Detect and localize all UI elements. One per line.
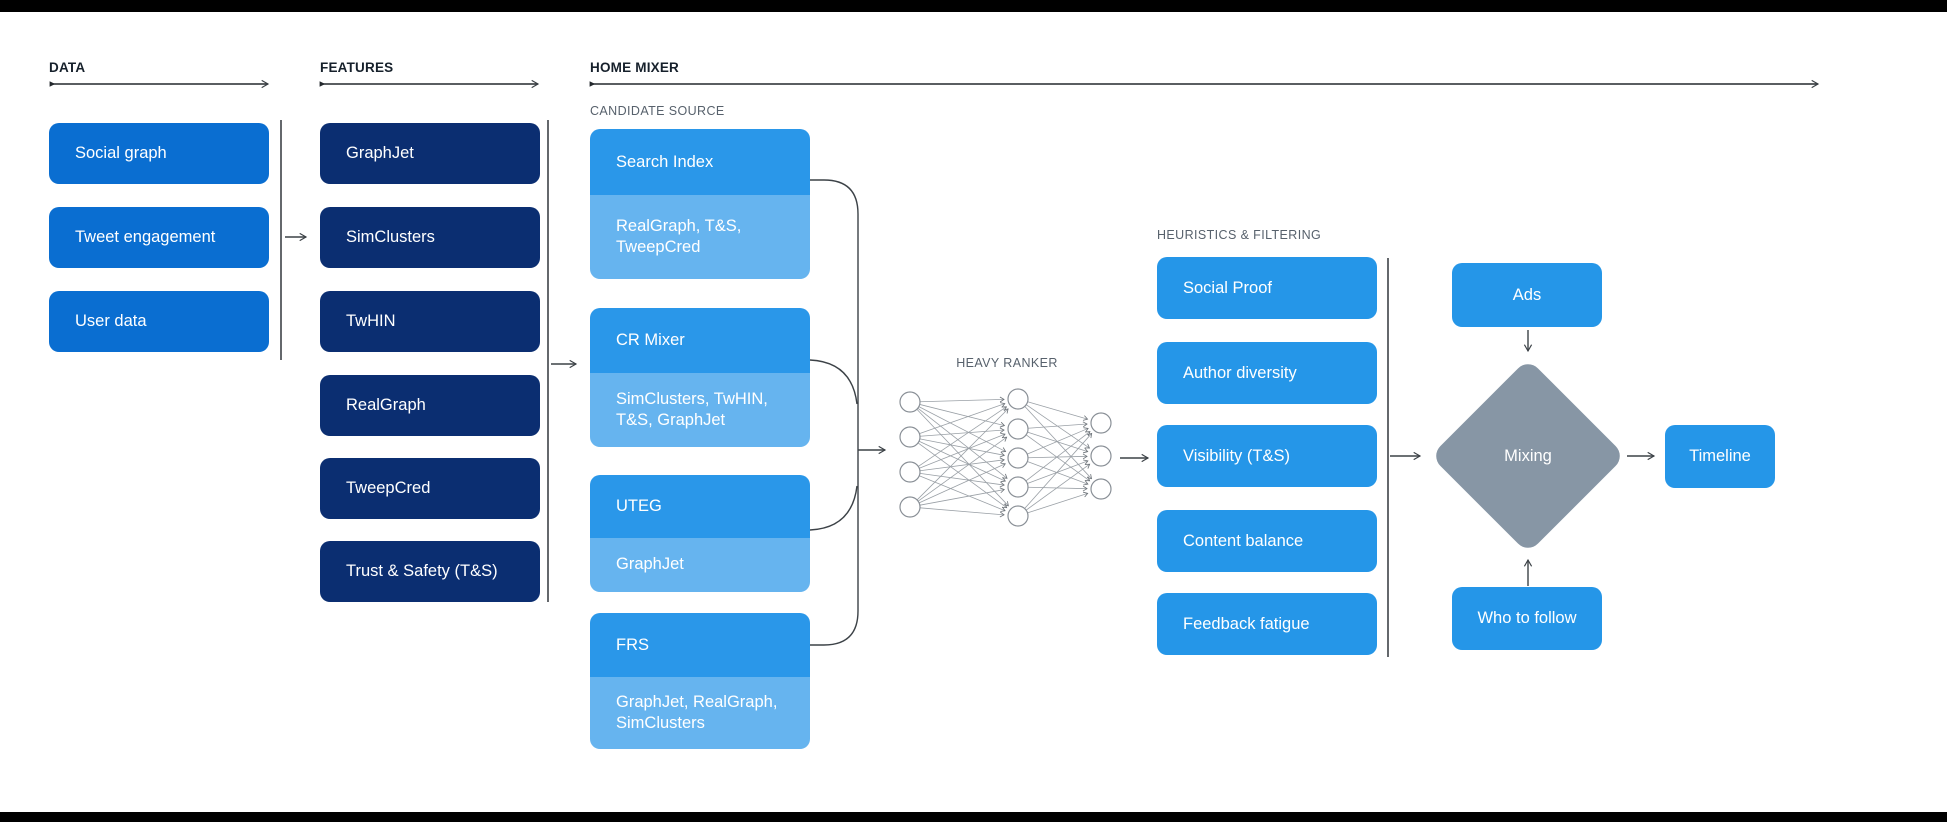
feature-simclusters: SimClusters xyxy=(320,207,540,268)
data-item-tweet-engagement: Tweet engagement xyxy=(49,207,269,268)
filter-author-diversity: Author diversity xyxy=(1157,342,1377,404)
source-inputs: RealGraph, T&S, TweepCred xyxy=(590,195,810,279)
data-item-user-data: User data xyxy=(49,291,269,352)
source-inputs: SimClusters, TwHIN, T&S, GraphJet xyxy=(590,373,810,447)
source-name: UTEG xyxy=(590,475,810,538)
home-mixer-section-label: HOME MIXER xyxy=(590,60,680,75)
top-black-bar xyxy=(0,0,1947,12)
merge-curve-outer xyxy=(810,179,859,646)
feature-graphjet: GraphJet xyxy=(320,123,540,184)
timeline-box: Timeline xyxy=(1665,425,1775,488)
who-to-follow-box: Who to follow xyxy=(1452,587,1602,650)
features-section-label: FEATURES xyxy=(320,60,394,75)
source-inputs: GraphJet xyxy=(590,538,810,592)
filter-content-balance: Content balance xyxy=(1157,510,1377,572)
data-section-label: DATA xyxy=(49,60,86,75)
data-item-social-graph: Social graph xyxy=(49,123,269,184)
ads-box: Ads xyxy=(1452,263,1602,327)
feature-tweepcred: TweepCred xyxy=(320,458,540,519)
feature-trust-safety: Trust & Safety (T&S) xyxy=(320,541,540,602)
source-group-uteg: UTEG GraphJet xyxy=(590,475,810,592)
heuristics-label: HEURISTICS & FILTERING xyxy=(1157,228,1322,242)
source-group-frs: FRS GraphJet, RealGraph, SimClusters xyxy=(590,613,810,749)
heavy-ranker-label: HEAVY RANKER xyxy=(956,356,1058,370)
merge-curve-uteg xyxy=(809,485,858,531)
source-inputs: GraphJet, RealGraph, SimClusters xyxy=(590,677,810,749)
source-name: FRS xyxy=(590,613,810,677)
source-name: Search Index xyxy=(590,129,810,195)
source-group-search-index: Search Index RealGraph, T&S, TweepCred xyxy=(590,129,810,279)
feature-twhin: TwHIN xyxy=(320,291,540,352)
candidate-source-label: CANDIDATE SOURCE xyxy=(590,104,725,118)
filter-feedback-fatigue: Feedback fatigue xyxy=(1157,593,1377,655)
mixing-diamond: Mixing xyxy=(1430,358,1626,554)
filter-social-proof: Social Proof xyxy=(1157,257,1377,319)
mixing-label: Mixing xyxy=(1504,446,1552,465)
bottom-black-bar xyxy=(0,812,1947,822)
source-name: CR Mixer xyxy=(590,308,810,373)
feature-realgraph: RealGraph xyxy=(320,375,540,436)
merge-curve-crmixer xyxy=(809,359,858,405)
source-group-cr-mixer: CR Mixer SimClusters, TwHIN, T&S, GraphJ… xyxy=(590,308,810,447)
neural-network-graphic xyxy=(899,388,1112,527)
filter-visibility: Visibility (T&S) xyxy=(1157,425,1377,487)
